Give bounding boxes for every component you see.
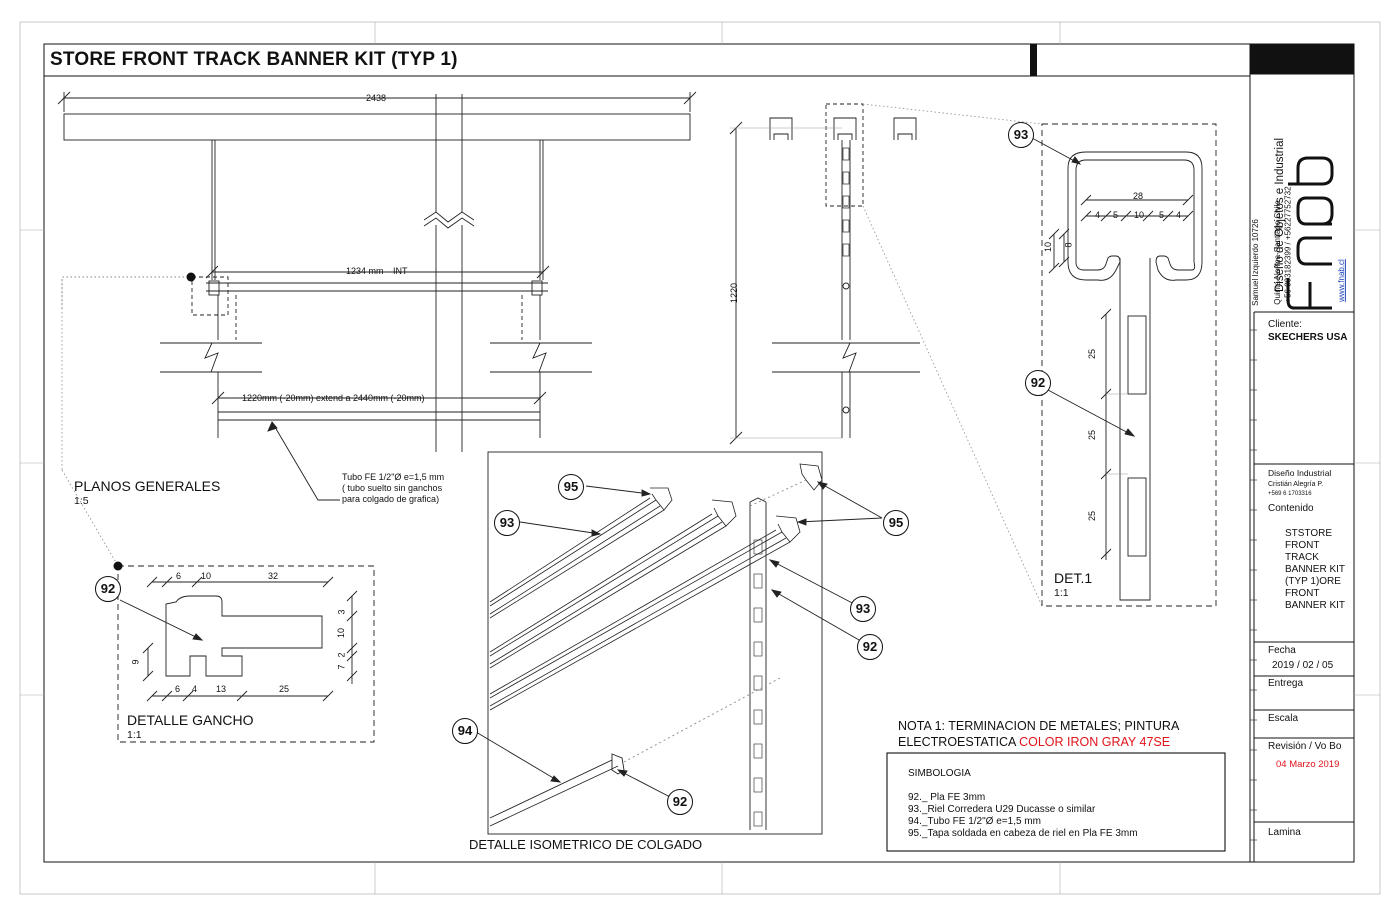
gancho-dim-bottom-1: 6 <box>175 684 181 694</box>
revision-value: 04 Marzo 2019 <box>1276 759 1340 770</box>
contenido-line-7: BANNER KIT <box>1285 600 1346 611</box>
det1-label: DET.1 <box>1054 570 1093 586</box>
side-elevation <box>729 103 1043 607</box>
simbologia-item-93: 93._Riel Corredera U29 Ducasse o similar <box>908 804 1096 815</box>
gancho-dim-top-2: 10 <box>201 571 212 581</box>
firm-phone: +56 993182399 / +56227752732 <box>1283 186 1293 303</box>
simbologia-item-92: 92._ Pla FE 3mm <box>908 792 986 803</box>
diseno-label: Diseño Industrial <box>1268 468 1332 478</box>
cliente-label: Cliente: <box>1268 319 1302 330</box>
det1-seg-2: 5 <box>1113 210 1119 220</box>
brand-logo <box>1286 156 1334 310</box>
fecha-label: Fecha <box>1268 645 1296 656</box>
callout-95-iso-a: 95 <box>558 474 584 500</box>
simbologia-item-95: 95._Tapa soldada en cabeza de riel en Pl… <box>908 828 1138 839</box>
gancho-detail <box>117 565 375 743</box>
callout-94-iso: 94 <box>452 718 478 744</box>
callout-92-det1: 92 <box>1025 370 1051 396</box>
nota-line2-color: COLOR IRON GRAY 47SE <box>1019 735 1171 749</box>
gancho-dim-left: 9 <box>130 659 141 665</box>
callout-95-iso-b: 95 <box>883 510 909 536</box>
planos-label: PLANOS GENERALES <box>74 478 221 494</box>
nota-line2: ELECTROESTATICA COLOR IRON GRAY 47SE <box>898 735 1170 749</box>
callout-92-iso-tube: 92 <box>667 789 693 815</box>
callout-93-det1: 93 <box>1008 122 1034 148</box>
gancho-dim-top-1: 6 <box>176 571 182 581</box>
fecha-value: 2019 / 02 / 05 <box>1272 660 1334 671</box>
gancho-dim-bottom-3: 13 <box>216 684 227 694</box>
nota-line1: NOTA 1: TERMINACION DE METALES; PINTURA <box>898 719 1180 733</box>
contenido-line-4: BANNER KIT <box>1285 564 1346 575</box>
escala-label: Escala <box>1268 713 1299 724</box>
gancho-dim-bottom-4: 25 <box>279 684 290 694</box>
general-elevation <box>57 91 697 501</box>
dim-top-length: 2438 <box>366 93 387 103</box>
firm-address2: Quinta Norma-Santiago Chile <box>1272 200 1282 305</box>
cliente-value: SKECHERS USA <box>1268 332 1348 343</box>
simbologia-box <box>886 752 1226 852</box>
det1-seg-5: 4 <box>1176 210 1182 220</box>
det1-seg-4: 5 <box>1159 210 1165 220</box>
firm-address1: Samuel Izquierdo 10726 <box>1250 219 1260 306</box>
dim-inner-span: 1234 mm <box>346 266 384 276</box>
diseno-name: Cristián Alegría P. <box>1268 481 1324 488</box>
planos-scale: 1:5 <box>74 495 89 507</box>
tube-note-line1: Tubo FE 1/2"Ø e=1,5 mm <box>342 472 445 482</box>
gancho-dim-right-3: 2 <box>336 652 347 658</box>
det1-seg-1: 4 <box>1095 210 1101 220</box>
det1-pitch-1: 25 <box>1087 348 1098 360</box>
det1-pitch-2: 25 <box>1087 429 1098 441</box>
contenido-label: Contenido <box>1268 503 1314 514</box>
gancho-label: DETALLE GANCHO <box>127 712 254 728</box>
callout-92-iso: 92 <box>857 634 883 660</box>
title-block-ruler <box>1250 329 1257 841</box>
det1-scale: 1:1 <box>1054 587 1069 599</box>
contenido-line-1: STSTORE <box>1285 528 1333 539</box>
contenido-line-6: FRONT <box>1285 588 1320 599</box>
diseno-phone: +569 6 1703316 <box>1268 491 1312 497</box>
callout-93-iso-a: 93 <box>494 510 520 536</box>
gancho-dim-bottom-2: 4 <box>192 684 198 694</box>
title-bar-mark <box>1030 44 1037 76</box>
det1-width: 28 <box>1133 191 1144 201</box>
sheet-title: STORE FRONT TRACK BANNER KIT (TYP 1) <box>50 49 458 70</box>
revision-label: Revisión / Vo Bo <box>1268 741 1342 752</box>
dim-vertical-height: 1220 <box>729 282 740 304</box>
entrega-label: Entrega <box>1268 678 1304 689</box>
outer-frame <box>19 21 1381 895</box>
callout-93-iso-b: 93 <box>850 596 876 622</box>
det1-detail <box>1031 123 1217 607</box>
gancho-dim-right-4: 7 <box>336 664 347 670</box>
det1-side-1: 10 <box>1043 241 1054 253</box>
gancho-scale: 1:1 <box>127 729 142 741</box>
dim-inner-span-tag: INT <box>393 266 408 276</box>
firm-web-link[interactable]: www.fnab.cl <box>1336 259 1346 302</box>
simbologia-title: SIMBOLOGIA <box>908 768 971 779</box>
inner-frame <box>43 43 1355 863</box>
det1-side-2: 8 <box>1063 242 1074 248</box>
gancho-dim-top-3: 32 <box>268 571 279 581</box>
gancho-dim-right-2: 10 <box>336 627 347 639</box>
det1-pitch-3: 25 <box>1087 510 1098 522</box>
nota-line2-prefix: ELECTROESTATICA <box>898 735 1020 749</box>
iso-label: DETALLE ISOMETRICO DE COLGADO <box>469 837 703 852</box>
contenido-line-2: FRONT <box>1285 540 1320 551</box>
tube-note-line3: para colgado de grafica) <box>342 494 440 504</box>
contenido-line-5: (TYP 1)ORE <box>1285 576 1341 587</box>
isometric-detail <box>475 451 883 835</box>
gancho-dim-right-1: 3 <box>336 609 347 615</box>
dim-tube-length: 1220mm (-20mm) extend a 2440mm (-20mm) <box>242 393 425 403</box>
det1-seg-3: 10 <box>1134 210 1145 220</box>
frame-ticks <box>20 22 1380 894</box>
lamina-label: Lamina <box>1268 827 1301 838</box>
callout-92-gancho: 92 <box>95 576 121 602</box>
contenido-line-3: TRACK <box>1285 552 1319 563</box>
tube-note-line2: ( tubo suelto sin ganchos <box>342 483 443 493</box>
simbologia-item-94: 94._Tubo FE 1/2"Ø e=1,5 mm <box>908 816 1041 827</box>
title-block <box>1249 43 1355 862</box>
